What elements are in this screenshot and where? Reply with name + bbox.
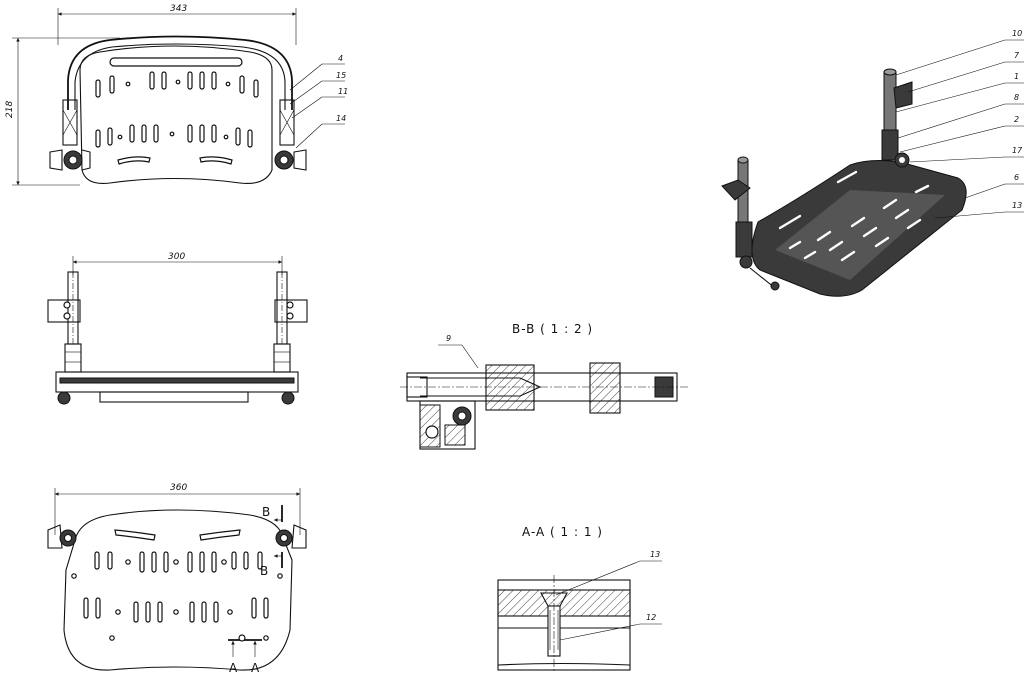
callout-8: 8 xyxy=(1014,93,1019,102)
bottom-view: 360 xyxy=(47,483,307,675)
dim-width-top: 343 xyxy=(170,4,187,14)
section-mark-b-bottom: B xyxy=(260,564,268,578)
callout-9: 9 xyxy=(446,334,451,343)
callout-2: 2 xyxy=(1014,115,1019,124)
callout-15: 15 xyxy=(336,71,346,80)
top-callouts: 4 15 11 14 xyxy=(289,54,348,149)
frame-tube xyxy=(67,35,293,110)
callout-17: 17 xyxy=(1012,146,1023,155)
callout-10: 10 xyxy=(1012,29,1022,38)
section-aa-view: A-A ( 1 : 1 ) 13 12 xyxy=(497,525,662,672)
section-bb-title: B-B ( 1 : 2 ) xyxy=(512,322,593,336)
callout-13-iso: 13 xyxy=(1012,201,1022,210)
dim-width-bottom: 360 xyxy=(170,483,187,493)
footplate-bottom-outline xyxy=(63,509,293,671)
section-aa-title: A-A ( 1 : 1 ) xyxy=(522,525,603,539)
callout-11: 11 xyxy=(338,87,348,96)
iso-slots xyxy=(778,170,930,262)
front-view: 300 xyxy=(47,252,308,405)
slot-pattern-top xyxy=(95,71,259,165)
right-hanger-bracket xyxy=(274,99,307,171)
callout-6: 6 xyxy=(1014,173,1019,182)
section-bb-view: B-B ( 1 : 2 ) 9 xyxy=(400,322,690,450)
footplate-outline xyxy=(79,45,273,185)
section-mark-b-top: B xyxy=(262,505,270,519)
isometric-view: 10 7 1 8 2 17 6 13 xyxy=(721,29,1024,297)
top-view: 343 218 xyxy=(5,4,348,186)
dim-height-top: 218 xyxy=(5,101,15,118)
callout-12-aa: 12 xyxy=(646,613,656,622)
callout-1: 1 xyxy=(1014,72,1019,81)
dim-width-front: 300 xyxy=(168,252,185,262)
callout-4: 4 xyxy=(338,54,343,63)
section-mark-a-right: A xyxy=(251,661,260,675)
left-hanger-bracket xyxy=(49,99,91,171)
iso-callouts: 10 7 1 8 2 17 6 13 xyxy=(895,29,1024,219)
slot-pattern-bottom xyxy=(71,551,283,641)
callout-14: 14 xyxy=(336,114,346,123)
callout-13-aa: 13 xyxy=(650,550,660,559)
callout-7: 7 xyxy=(1014,51,1020,60)
section-mark-a-left: A xyxy=(229,661,238,675)
